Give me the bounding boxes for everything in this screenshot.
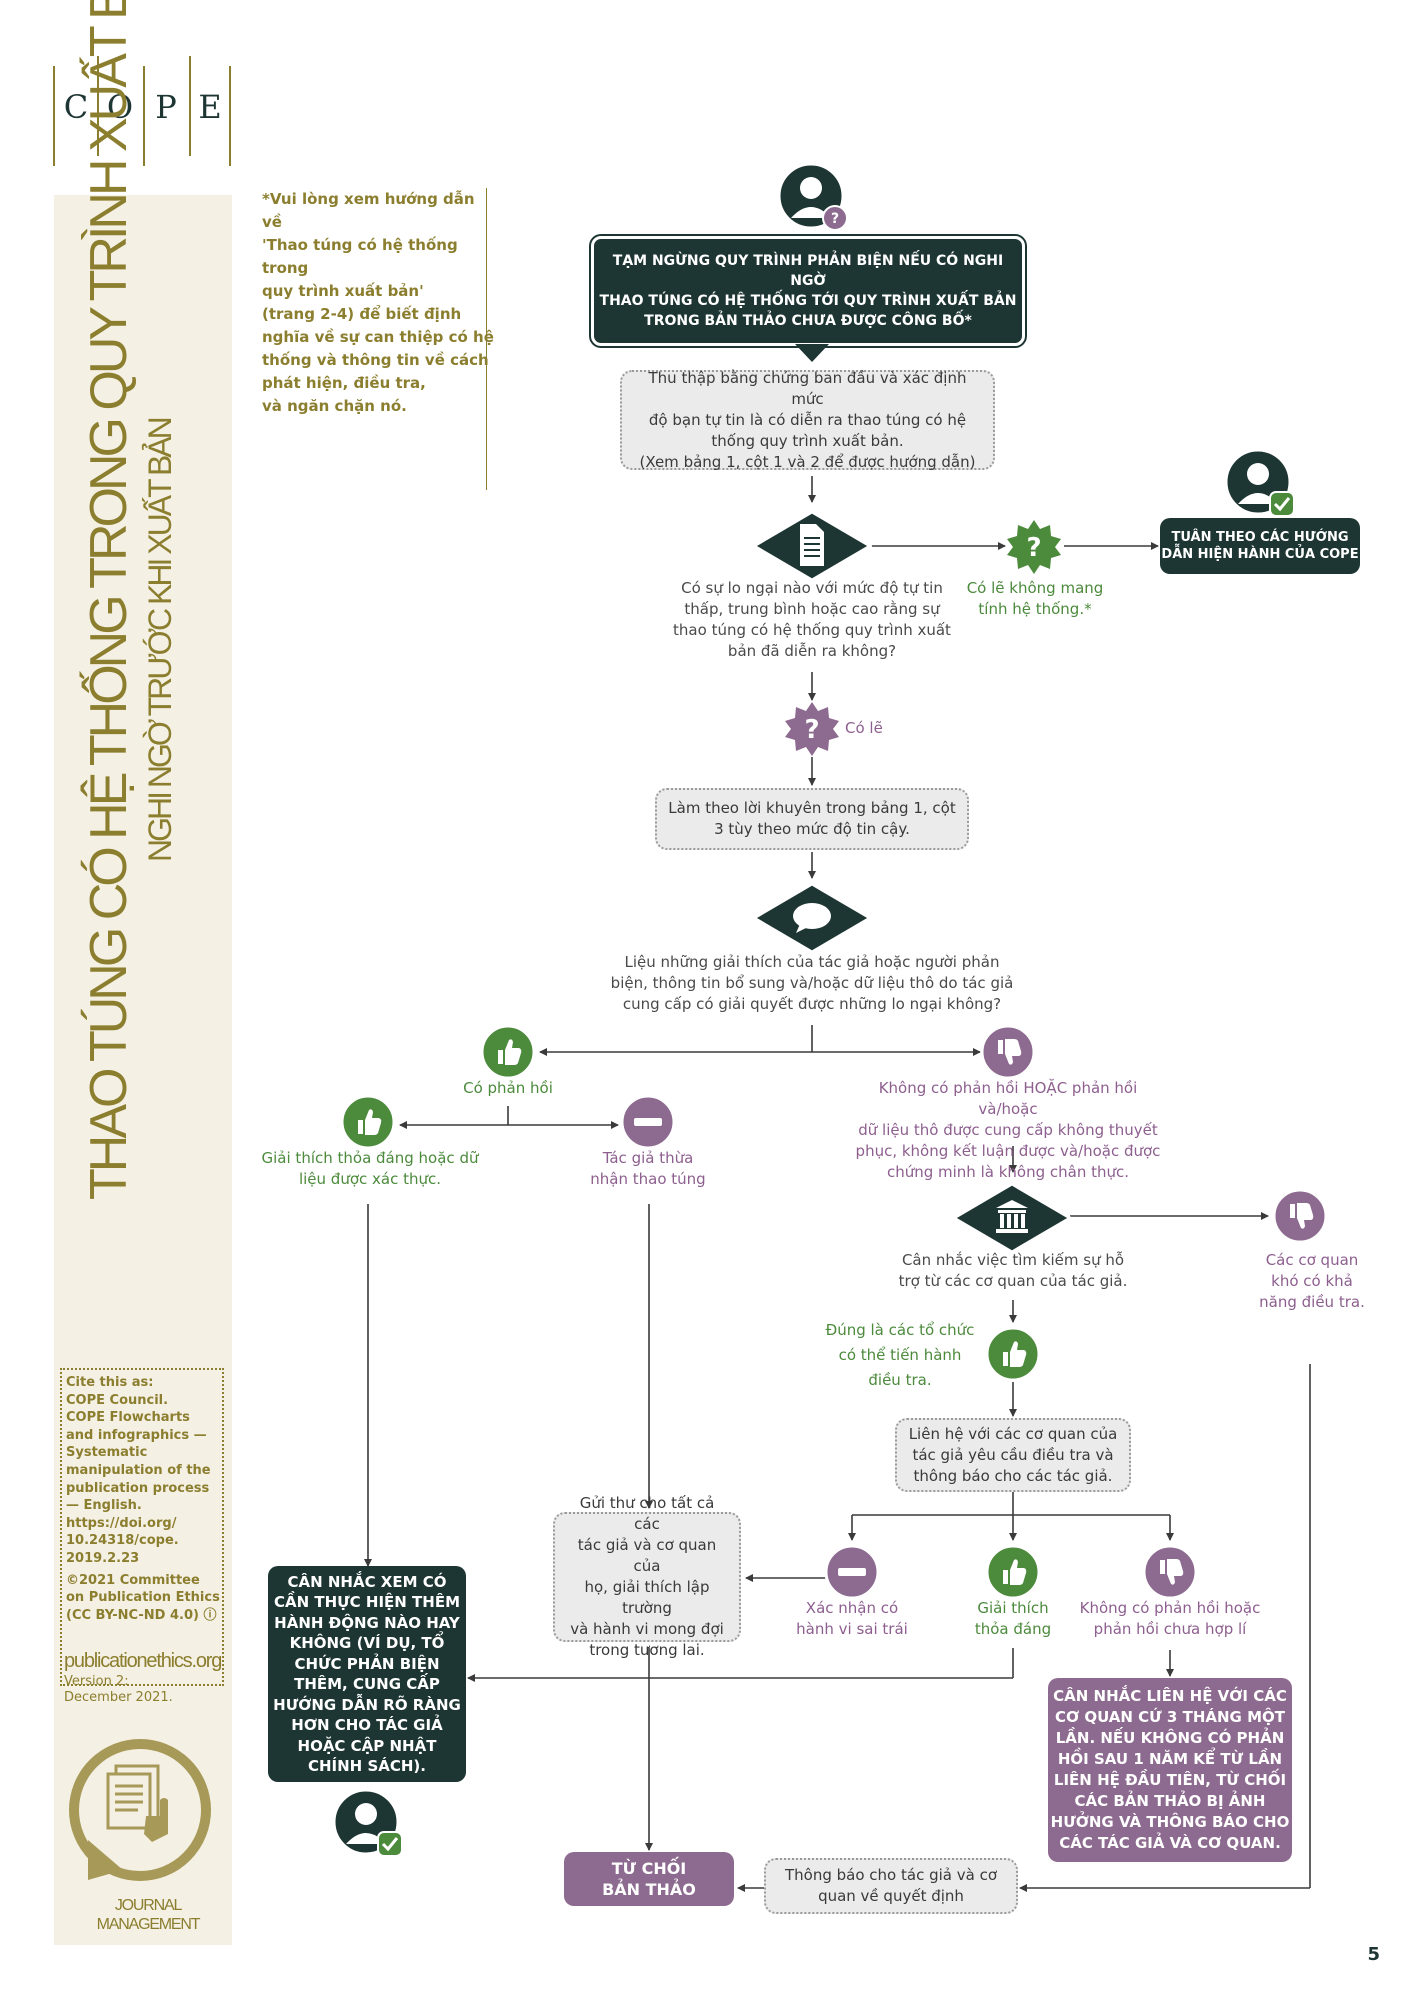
question-explanations-resolve: Liệu những giải thích của tác giả hoặc n… xyxy=(610,953,1014,1013)
svg-text:?: ? xyxy=(831,211,839,227)
maybe-label: Có lẽ xyxy=(845,719,883,737)
document-icon xyxy=(800,524,824,566)
inform-decision-box: Thông báo cho tác giả và cơ quan về quyế… xyxy=(764,1858,1018,1914)
note-divider xyxy=(486,188,487,490)
svg-text:?: ? xyxy=(1026,533,1041,563)
institution-icon xyxy=(996,1200,1028,1233)
unlikely-systematic-label: Có lẽ không mang tính hệ thống.* xyxy=(966,579,1104,618)
responded-label: Có phản hồi xyxy=(463,1079,553,1097)
follow-cope-guidance-box: TUÂN THEO CÁC HƯỚNG DẪN HIỆN HÀNH CỦA CO… xyxy=(1160,518,1360,574)
version-text: Version 2: December 2021. xyxy=(64,1674,173,1705)
misconduct-confirmed-label: Xác nhận có hành vi sai trái xyxy=(796,1599,908,1638)
thumbs-down-icon xyxy=(1142,1544,1198,1600)
institutions-can-investigate-label: Đúng là các tổ chức có thể tiến hành điề… xyxy=(825,1321,975,1389)
page-number: 5 xyxy=(1367,1944,1380,1965)
purple-question-badge-icon: ? xyxy=(785,702,839,756)
question-seek-institution-support: Cân nhắc việc tìm kiếm sự hỗ trợ từ các … xyxy=(898,1251,1128,1290)
no-response-label: Không có phản hồi HOẶC phản hồi và/hoặc … xyxy=(855,1079,1161,1181)
collect-evidence-box: Thu thập bằng chứng ban đầu và xác định … xyxy=(620,369,995,471)
cope-logo-letter-c: C xyxy=(63,88,89,126)
sidebar-band xyxy=(54,195,232,1945)
site-link[interactable]: publicationethics.org xyxy=(64,1650,222,1672)
citation-box xyxy=(60,1368,224,1686)
recontact-institutions-box: CÂN NHẮC LIÊN HỆ VỚI CÁC CƠ QUAN CỨ 3 TH… xyxy=(1048,1678,1292,1862)
citation-text: Cite this as: COPE Council. COPE Flowcha… xyxy=(66,1374,226,1624)
satisfactory-explanation-2-label: Giải thích thỏa đáng xyxy=(974,1599,1052,1638)
minus-circle-icon xyxy=(620,1094,676,1150)
person-question-icon: ? xyxy=(777,162,848,231)
cope-logo-letter-p: P xyxy=(155,88,177,126)
letter-to-authors-box: Gửi thư cho tất cả các tác giả và cơ qua… xyxy=(553,1494,741,1659)
cope-logo-letter-o: O xyxy=(106,88,134,126)
start-box: TẠM NGỪNG QUY TRÌNH PHẢN BIỆN NẾU CÓ NGH… xyxy=(591,236,1025,346)
further-action-box: CÂN NHẮC XEM CÓ CẦN THỰC HIỆN THÊM HÀNH … xyxy=(268,1566,466,1782)
person-check-icon xyxy=(1224,448,1295,517)
cope-logo-letter-e: E xyxy=(198,88,222,126)
follow-advice-box: Làm theo lời khuyên trong bảng 1, cột 3 … xyxy=(655,788,969,850)
journal-management-icon xyxy=(69,1739,211,1881)
speech-bubble-icon xyxy=(793,903,831,933)
thumbs-up-icon xyxy=(480,1024,536,1080)
contact-institutions-box: Liên hệ với các cơ quan của tác giả yêu … xyxy=(895,1418,1131,1492)
minus-circle-icon xyxy=(824,1544,880,1600)
svg-text:?: ? xyxy=(804,715,819,745)
satisfactory-explanation-label: Giải thích thỏa đáng hoặc dữ liệu được x… xyxy=(261,1149,479,1188)
start-box-pointer xyxy=(795,344,829,362)
guidance-note: *Vui lòng xem hướng dẫn về 'Thao túng có… xyxy=(262,190,494,415)
category-label: JOURNAL MANAGEMENT xyxy=(96,1897,201,1933)
thumbs-up-icon xyxy=(985,1544,1041,1600)
no-institution-response-label: Không có phản hồi hoặc phản hồi chưa hợp… xyxy=(1079,1599,1261,1638)
green-question-badge-icon: ? xyxy=(1007,520,1061,574)
author-admits-label: Tác giả thừa nhận thao túng xyxy=(590,1149,706,1188)
institution-decision-diamond xyxy=(952,1182,1072,1254)
person-check-icon xyxy=(332,1788,403,1857)
institutions-unlikely-label: Các cơ quan khó có khả năng điều tra. xyxy=(1259,1251,1365,1311)
thumbs-up-icon xyxy=(985,1326,1041,1382)
reject-manuscript-box: TỪ CHỐI BẢN THẢO xyxy=(564,1852,734,1906)
cope-logo xyxy=(53,56,231,166)
thumbs-down-icon xyxy=(1272,1188,1328,1244)
thumbs-down-icon xyxy=(980,1024,1036,1080)
question-systematic-concern: Có sự lo ngại nào với mức độ tự tin thấp… xyxy=(673,579,951,660)
doi-link[interactable]: https://doi.org/ xyxy=(66,1515,177,1531)
thumbs-up-icon xyxy=(340,1094,396,1150)
